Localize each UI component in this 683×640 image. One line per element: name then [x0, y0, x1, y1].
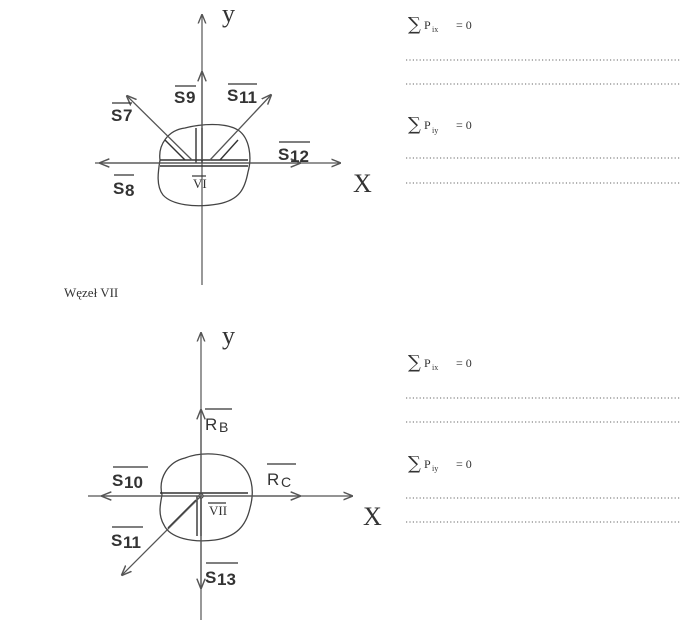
- svg-text:= 0: = 0: [456, 356, 472, 370]
- svg-text:10: 10: [124, 473, 143, 492]
- svg-text:S: S: [174, 88, 185, 107]
- force-s11-arrow: [122, 495, 202, 575]
- svg-text:S: S: [112, 471, 123, 490]
- cut-section: [157, 123, 251, 207]
- member-diagonal: [164, 139, 186, 161]
- force-s8-label: S 8: [113, 174, 134, 200]
- force-s9-label: S 9: [174, 85, 196, 107]
- force-s7-arrow: [127, 96, 193, 161]
- node-vii-label: VII: [209, 503, 227, 518]
- equation-sum-py: ∑ P iy = 0: [408, 114, 472, 135]
- member-diagonal: [219, 139, 239, 161]
- equation-sum-px: ∑ P ix = 0: [408, 14, 472, 35]
- svg-text:= 0: = 0: [456, 118, 472, 132]
- svg-text:P: P: [424, 457, 431, 471]
- force-rc-label: R C: [267, 463, 296, 490]
- equation-sum-px: ∑ P ix = 0: [408, 352, 472, 373]
- svg-text:= 0: = 0: [456, 18, 472, 32]
- svg-text:7: 7: [123, 106, 132, 125]
- node-vi-label: VI: [193, 176, 207, 191]
- svg-text:S: S: [227, 86, 238, 105]
- svg-text:R: R: [205, 415, 217, 434]
- member-diagonal: [167, 499, 197, 529]
- svg-text:ix: ix: [432, 363, 438, 372]
- svg-text:R: R: [267, 470, 279, 489]
- force-s10-label: S 10: [112, 466, 148, 492]
- x-axis-label: X: [363, 502, 382, 531]
- node-vi-equations: ∑ P ix = 0 ∑ P iy = 0: [406, 14, 680, 184]
- svg-text:∑: ∑: [408, 453, 421, 474]
- force-rb-label: R B: [205, 408, 232, 435]
- svg-text:∑: ∑: [408, 14, 421, 35]
- y-axis-label: y: [222, 321, 235, 350]
- svg-text:13: 13: [217, 570, 236, 589]
- x-axis-label: X: [353, 169, 372, 198]
- svg-text:12: 12: [290, 147, 309, 166]
- svg-text:∑: ∑: [408, 352, 421, 373]
- svg-text:P: P: [424, 18, 431, 32]
- force-s12-label: S 12: [278, 141, 310, 166]
- force-s11-label: S 11: [227, 83, 257, 107]
- svg-text:S: S: [111, 531, 122, 550]
- svg-text:P: P: [424, 118, 431, 132]
- svg-text:P: P: [424, 356, 431, 370]
- svg-text:S: S: [113, 179, 124, 198]
- svg-text:S: S: [111, 106, 122, 125]
- svg-text:iy: iy: [432, 464, 438, 473]
- y-axis-label: y: [222, 0, 235, 28]
- force-s7-label: S 7: [111, 102, 132, 125]
- cut-section: [159, 453, 253, 542]
- svg-text:S: S: [205, 568, 216, 587]
- svg-text:11: 11: [123, 533, 141, 552]
- svg-text:B: B: [219, 419, 228, 435]
- svg-text:9: 9: [186, 88, 195, 107]
- force-s13-label: S 13: [205, 562, 238, 589]
- svg-text:S: S: [278, 145, 289, 164]
- svg-text:8: 8: [125, 181, 134, 200]
- svg-text:∑: ∑: [408, 114, 421, 135]
- equation-sum-py: ∑ P iy = 0: [408, 453, 472, 474]
- section-title: Węzeł VII: [64, 285, 118, 300]
- force-s11-label: S 11: [111, 526, 143, 552]
- svg-text:C: C: [281, 474, 291, 490]
- node-vii-diagram: y X R B R C S 10 S: [88, 321, 382, 620]
- svg-text:iy: iy: [432, 126, 438, 135]
- force-s11-arrow: [209, 95, 271, 161]
- svg-text:ix: ix: [432, 25, 438, 34]
- svg-text:= 0: = 0: [456, 457, 472, 471]
- node-vi-diagram: y X S 9 S 11 S 7: [95, 0, 372, 285]
- svg-text:11: 11: [239, 88, 257, 107]
- node-vii-equations: ∑ P ix = 0 ∑ P iy = 0: [406, 352, 680, 523]
